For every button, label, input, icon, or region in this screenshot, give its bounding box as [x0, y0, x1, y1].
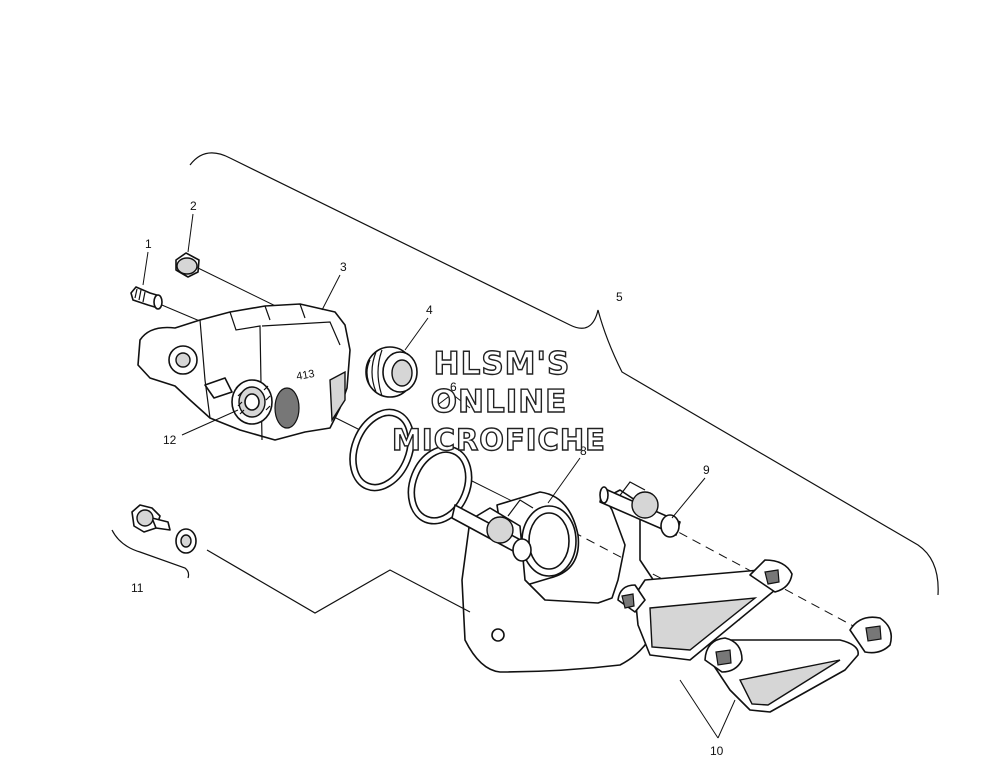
- callout-1: 1: [145, 237, 152, 251]
- leader-10: [679, 679, 736, 739]
- watermark-line-1: HLSM'S: [434, 346, 571, 382]
- lock-washer: [175, 528, 197, 554]
- mounting-bolt: [131, 504, 171, 533]
- leader-1: [142, 251, 149, 286]
- leader-3: [321, 274, 341, 311]
- leader-6: [434, 393, 471, 409]
- callout-9: 9: [703, 463, 710, 477]
- caliper-casting-number: 413: [295, 368, 315, 383]
- callout-3: 3: [340, 260, 347, 274]
- leader-4: [404, 317, 429, 351]
- bushing: [175, 252, 200, 278]
- callout-8: 8: [580, 444, 587, 458]
- watermark-line-3: MICROFICHE: [392, 423, 606, 457]
- piston-bore-seal: [204, 377, 300, 429]
- bolt-group-bracket: [111, 529, 190, 579]
- brake-pad-outer: [704, 616, 893, 713]
- watermark-line-2: ONLINE: [431, 384, 568, 420]
- leader-2: [187, 213, 194, 253]
- callout-2: 2: [190, 199, 197, 213]
- leader-12: [181, 409, 239, 436]
- callout-10: 10: [710, 744, 724, 758]
- bleeder-screw: [130, 286, 163, 310]
- slide-pin: [451, 486, 681, 562]
- assembly-bracket: [189, 152, 939, 596]
- piston-boot: [365, 346, 418, 398]
- callout-12: 12: [163, 433, 177, 447]
- callout-4: 4: [426, 303, 433, 317]
- dust-seal: [407, 445, 473, 525]
- callout-11: 11: [131, 581, 144, 595]
- watermark: HLSM'S ONLINE MICROFICHE: [391, 345, 606, 457]
- bolt-to-bracket-line: [206, 549, 471, 614]
- leader-9: [671, 477, 706, 519]
- leader-8: [547, 457, 581, 504]
- callout-6: 6: [450, 380, 457, 394]
- brake-pad-inner: [617, 559, 793, 661]
- callout-5: 5: [616, 290, 623, 304]
- square-ring-seal: [349, 408, 415, 492]
